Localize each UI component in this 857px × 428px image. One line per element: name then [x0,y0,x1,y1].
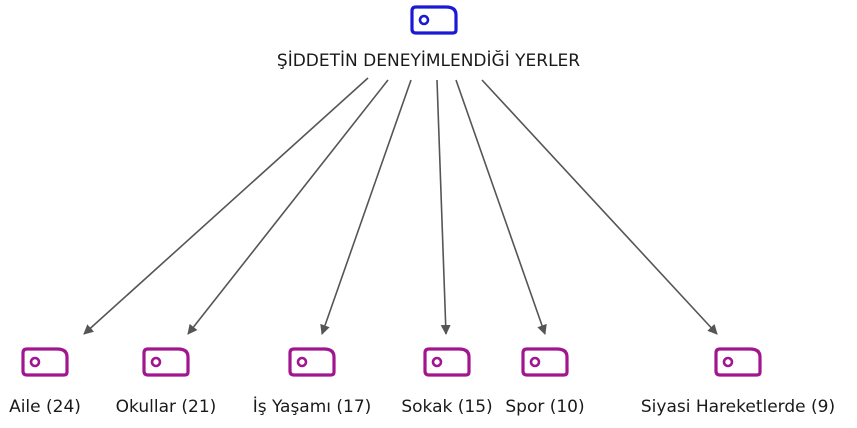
root-tag-icon [410,5,458,35]
edges [83,77,718,335]
child-tag-icon-spor [521,347,569,377]
child-tag-icon-sokak [423,347,471,377]
child-tag-icon-aile [21,347,69,377]
child-tag-icon-is-yasami [288,347,336,377]
child-label-spor: Spor (10) [505,397,585,417]
child-tag-icon-siyasi-hareketlerde [714,347,762,377]
arrow-to-sokak [436,79,451,335]
arrow-to-okullar [187,79,389,335]
child-label-okullar: Okullar (21) [115,397,217,417]
root-label: ŞİDDETİN DENEYİMLENDİĞİ YERLER [276,51,581,71]
child-label-is-yasami: İş Yaşamı (17) [252,397,372,417]
child-label-aile: Aile (24) [9,397,81,417]
nodes [21,5,762,377]
child-label-sokak: Sokak (15) [401,397,493,417]
arrow-to-siyasi-hareketlerde [481,79,718,335]
child-tag-icon-okullar [142,347,190,377]
child-label-siyasi-hareketlerde: Siyasi Hareketlerde (9) [640,397,836,417]
arrow-to-spor [455,79,547,335]
arrow-to-aile [83,77,369,335]
arrow-to-is-yasami [320,79,412,335]
